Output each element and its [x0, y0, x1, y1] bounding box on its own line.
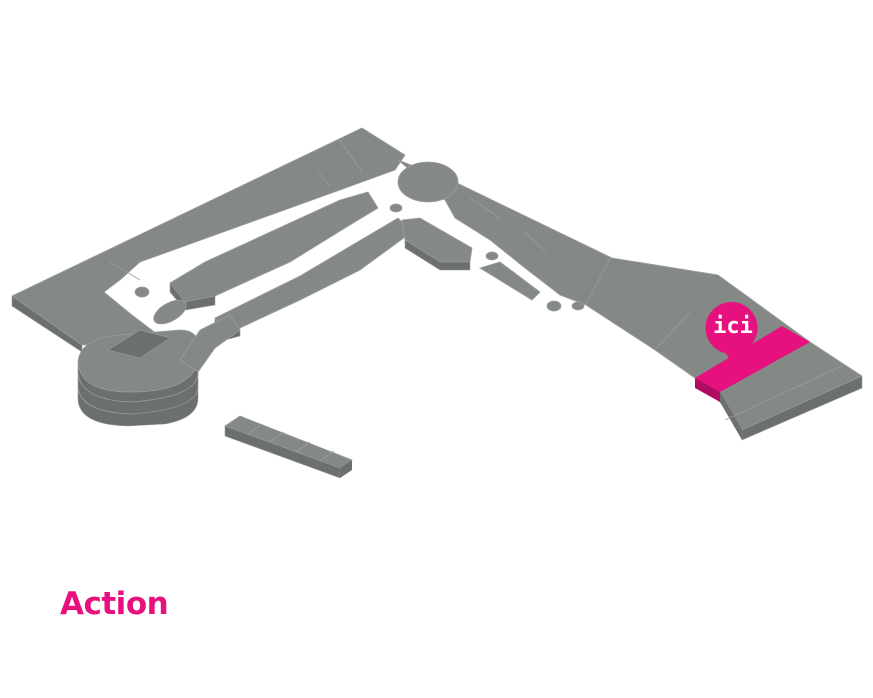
left-arm-top	[11, 127, 406, 346]
pin-shape	[705, 302, 758, 354]
small-kiosk-b	[485, 251, 499, 261]
detached-row-end	[340, 460, 352, 478]
small-kiosk-c	[546, 300, 562, 312]
detached-row	[224, 415, 353, 479]
inner-shop-rows	[134, 161, 585, 373]
center-block-side	[404, 239, 471, 271]
right-arm-end-front	[720, 392, 742, 440]
lot-line	[109, 261, 141, 281]
highlight-side	[695, 378, 720, 402]
detached-divider	[247, 423, 263, 435]
small-kiosk-a	[389, 203, 403, 213]
location-pin-icon[interactable]: ici	[705, 302, 758, 368]
lot-outlines	[109, 139, 843, 421]
action-store-highlight[interactable]	[695, 326, 810, 402]
highlight-top	[695, 326, 810, 392]
small-kiosk-d	[571, 301, 585, 311]
detached-divider	[319, 450, 335, 462]
round-kiosk	[134, 286, 150, 298]
store-name: Action	[60, 586, 169, 622]
rounded-tower	[77, 329, 200, 427]
dome-top	[397, 161, 459, 203]
tower-ring-1	[77, 373, 199, 403]
tower-stair	[107, 329, 171, 359]
pin-tail	[722, 346, 746, 368]
tower-ring-2	[77, 387, 199, 415]
detached-divider	[295, 441, 311, 453]
lot-line	[654, 311, 691, 351]
lot-line	[585, 257, 611, 306]
oval-pod	[153, 299, 187, 325]
lot-line	[339, 139, 363, 173]
detached-divider	[269, 431, 285, 443]
lot-line	[469, 197, 501, 219]
lot-line	[524, 231, 547, 253]
pin-label: ici	[713, 314, 753, 339]
kiosk-arm	[479, 261, 541, 301]
center-block-top	[401, 217, 473, 263]
curved-connector-top	[179, 314, 241, 373]
lot-line	[724, 365, 843, 421]
lot-line	[317, 171, 331, 187]
